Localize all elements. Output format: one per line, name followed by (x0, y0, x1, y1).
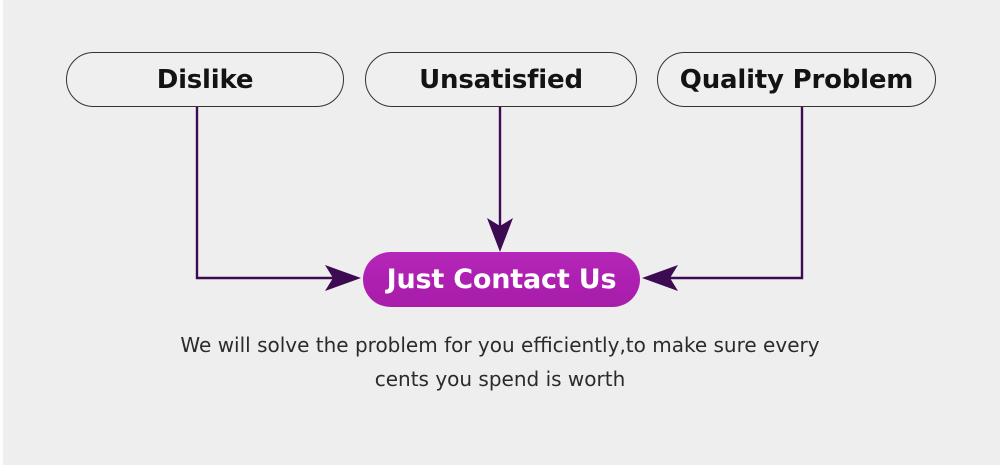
connector-dislike-to-cta (195, 107, 361, 291)
reason-box-unsatisfied[interactable]: Unsatisfied (365, 52, 637, 107)
reason-box-label: Unsatisfied (419, 64, 583, 95)
connector-quality-problem-to-cta (642, 107, 804, 291)
caption-line-2: cents you spend is worth (374, 367, 626, 391)
left-edge-strip (0, 0, 3, 465)
arrowhead-left-icon (642, 265, 678, 291)
reason-box-label: Quality Problem (679, 64, 914, 95)
reason-box-dislike[interactable]: Dislike (66, 52, 344, 107)
contact-us-button-label: Just Contact Us (386, 264, 617, 295)
caption-line-1: We will solve the problem for you effici… (180, 333, 820, 357)
connector-unsatisfied-to-cta (487, 107, 513, 252)
reason-box-quality-problem[interactable]: Quality Problem (657, 52, 936, 107)
caption-text: We will solve the problem for you effici… (0, 328, 1000, 396)
reason-box-label: Dislike (156, 64, 254, 95)
arrowhead-right-icon (325, 265, 361, 291)
arrowhead-down-icon (487, 218, 513, 252)
contact-us-button[interactable]: Just Contact Us (363, 252, 640, 307)
